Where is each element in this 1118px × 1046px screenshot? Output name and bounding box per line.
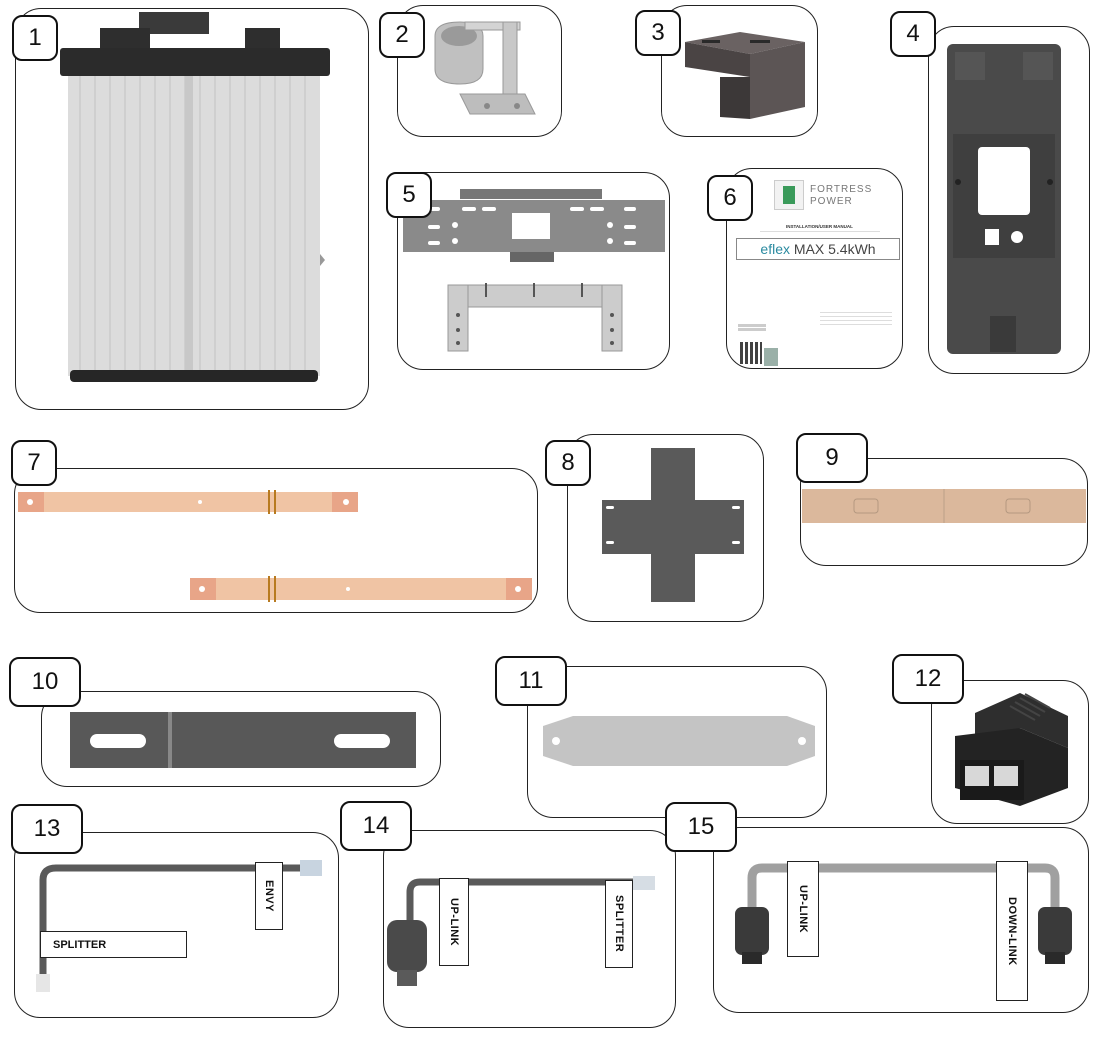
cable-label-uplink-15: UP-LINK: [787, 861, 819, 957]
battery-module-image: [60, 12, 330, 382]
item-number-12: 12: [892, 654, 964, 704]
item-number-14: 14: [340, 801, 412, 851]
item-number-10: 10: [9, 657, 81, 707]
envy-splitter-cable-image: [36, 860, 322, 992]
item-number-15: 15: [665, 802, 737, 852]
top-cover-image: [685, 32, 805, 119]
mounting-bracket-set-image: [403, 189, 665, 352]
product-prefix: eflex: [760, 241, 790, 257]
qr-code-icon: [740, 342, 762, 364]
item-number-13: 13: [11, 804, 83, 854]
brand-name-line1: FORTRESS: [810, 184, 873, 195]
cable-label-uplink: UP-LINK: [439, 878, 469, 966]
cable-label-envy: ENVY: [255, 862, 283, 930]
rj45-splitter-image: [955, 693, 1068, 806]
copper-busbars-image: [18, 490, 532, 602]
item-number-3: 3: [635, 10, 681, 56]
light-slotted-bar-image: [543, 716, 815, 766]
brand-name-line2: POWER: [810, 196, 853, 207]
cable-label-splitter: SPLITTER: [40, 931, 187, 958]
cable-label-downlink: DOWN-LINK: [996, 861, 1028, 1001]
wall-back-plate-image: [947, 44, 1061, 354]
item-13-panel: [14, 832, 339, 1018]
manual-doc-type: INSTALLATION/USER MANUAL: [786, 224, 853, 229]
item-number-11: 11: [495, 656, 567, 706]
dark-slotted-bar-image: [70, 712, 416, 768]
item-6-panel: [726, 168, 903, 369]
item-number-8: 8: [545, 440, 591, 486]
cross-mounting-plate-image: [602, 448, 744, 602]
item-number-4: 4: [890, 11, 936, 57]
item-number-2: 2: [379, 12, 425, 58]
item-number-1: 1: [12, 15, 58, 61]
item-number-7: 7: [11, 440, 57, 486]
brand-logo-icon: [774, 180, 804, 210]
installation-manual: FORTRESS POWER INSTALLATION/USER MANUAL …: [730, 172, 900, 366]
uplink-downlink-cable-image: [735, 863, 1072, 964]
uplink-splitter-cable-image: [387, 876, 655, 986]
item-number-5: 5: [386, 172, 432, 218]
round-pipe-bracket-image: [434, 21, 536, 115]
product-name: MAX 5.4kWh: [789, 241, 876, 257]
cover-strip-image: [802, 489, 1086, 523]
cable-label-splitter-14: SPLITTER: [605, 880, 633, 968]
product-title-box: eflex MAX 5.4kWh: [736, 238, 900, 260]
item-number-6: 6: [707, 175, 753, 221]
item-number-9: 9: [796, 433, 868, 483]
